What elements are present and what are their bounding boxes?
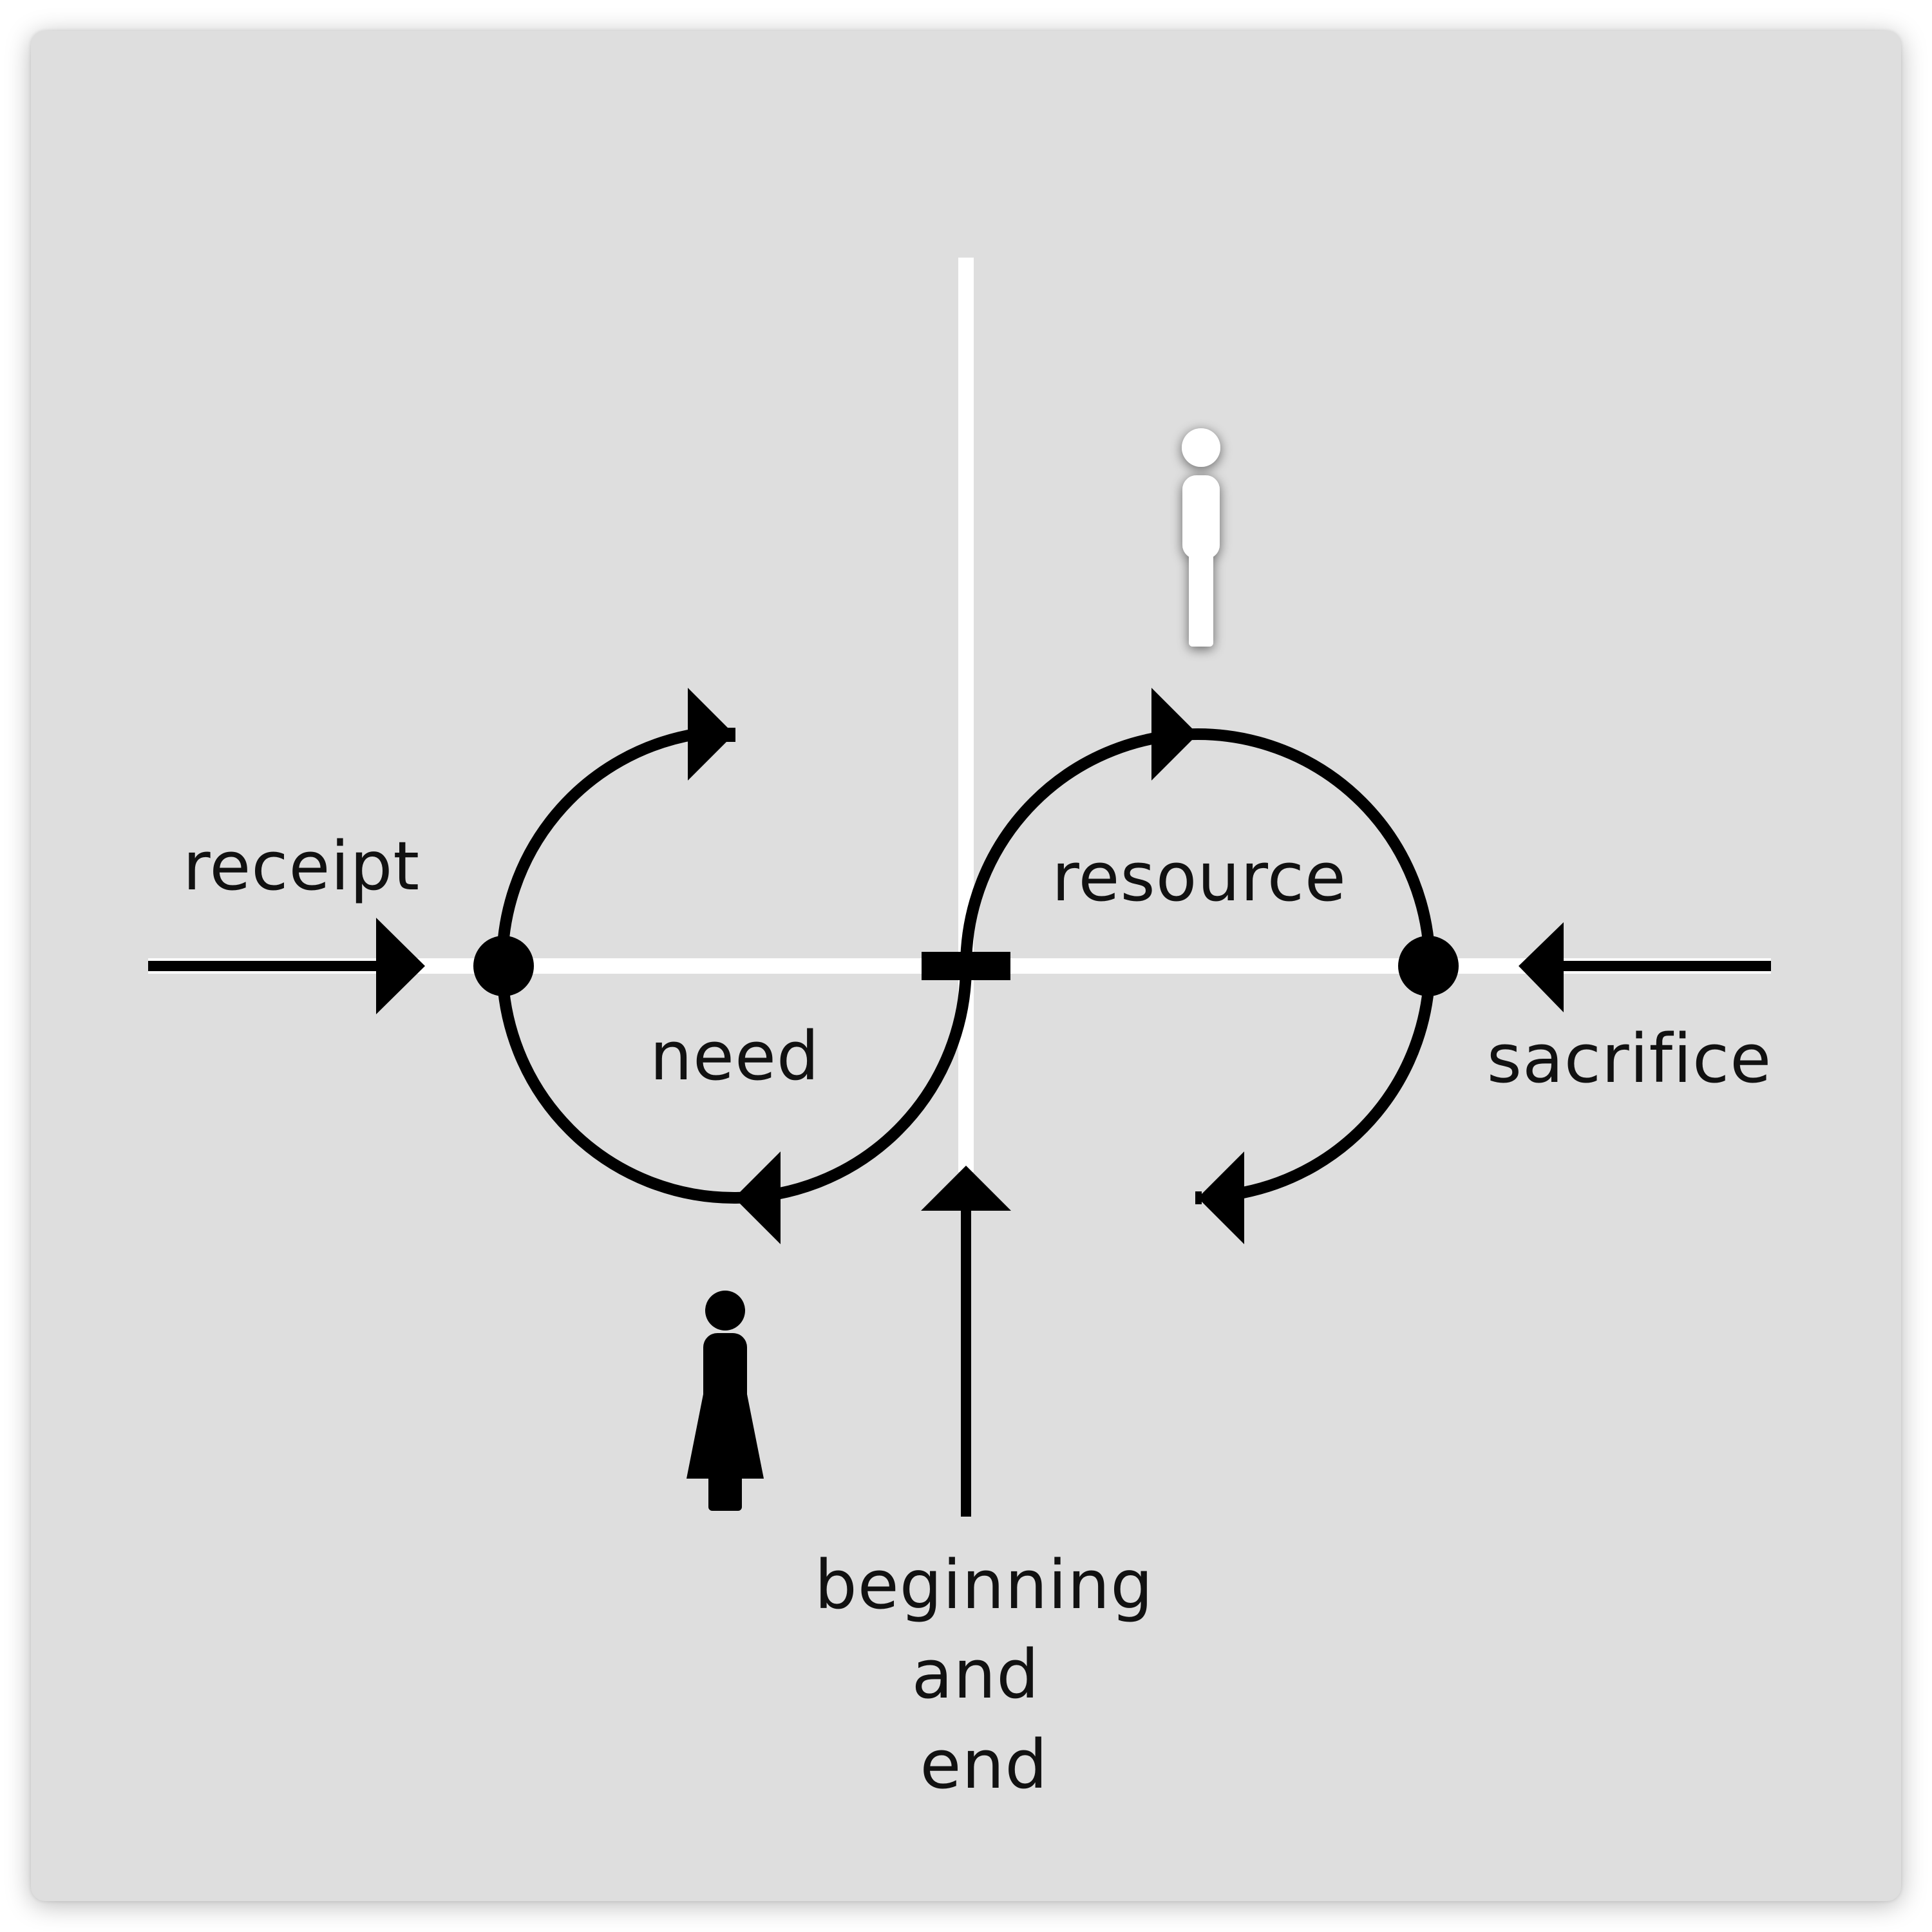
resource-loop: [960, 688, 1436, 1244]
need-loop: [496, 688, 972, 1244]
receipt-label: receipt: [183, 827, 420, 905]
male-figure-icon: [1182, 428, 1220, 647]
origin-node: [922, 952, 1010, 980]
female-figure-icon: [687, 1291, 764, 1511]
and-label: and: [912, 1635, 1040, 1714]
receipt-arrow: [148, 918, 425, 1014]
need-bottom-arrowhead: [734, 1151, 781, 1244]
resource-bottom-arrowhead: [1198, 1151, 1244, 1244]
resource-top-arrowhead: [1151, 688, 1198, 781]
receipt-node: [473, 936, 534, 996]
beginning-label: beginning: [815, 1546, 1154, 1624]
resource-label: resource: [1052, 838, 1347, 916]
sacrifice-arrow: [1519, 922, 1771, 1012]
need-label: need: [650, 1017, 820, 1095]
end-label: end: [920, 1725, 1048, 1804]
sacrifice-node: [1398, 936, 1459, 996]
need-top-arrowhead: [688, 688, 734, 781]
beginning-end-arrow: [921, 1166, 1011, 1517]
sacrifice-label: sacrifice: [1487, 1019, 1772, 1098]
